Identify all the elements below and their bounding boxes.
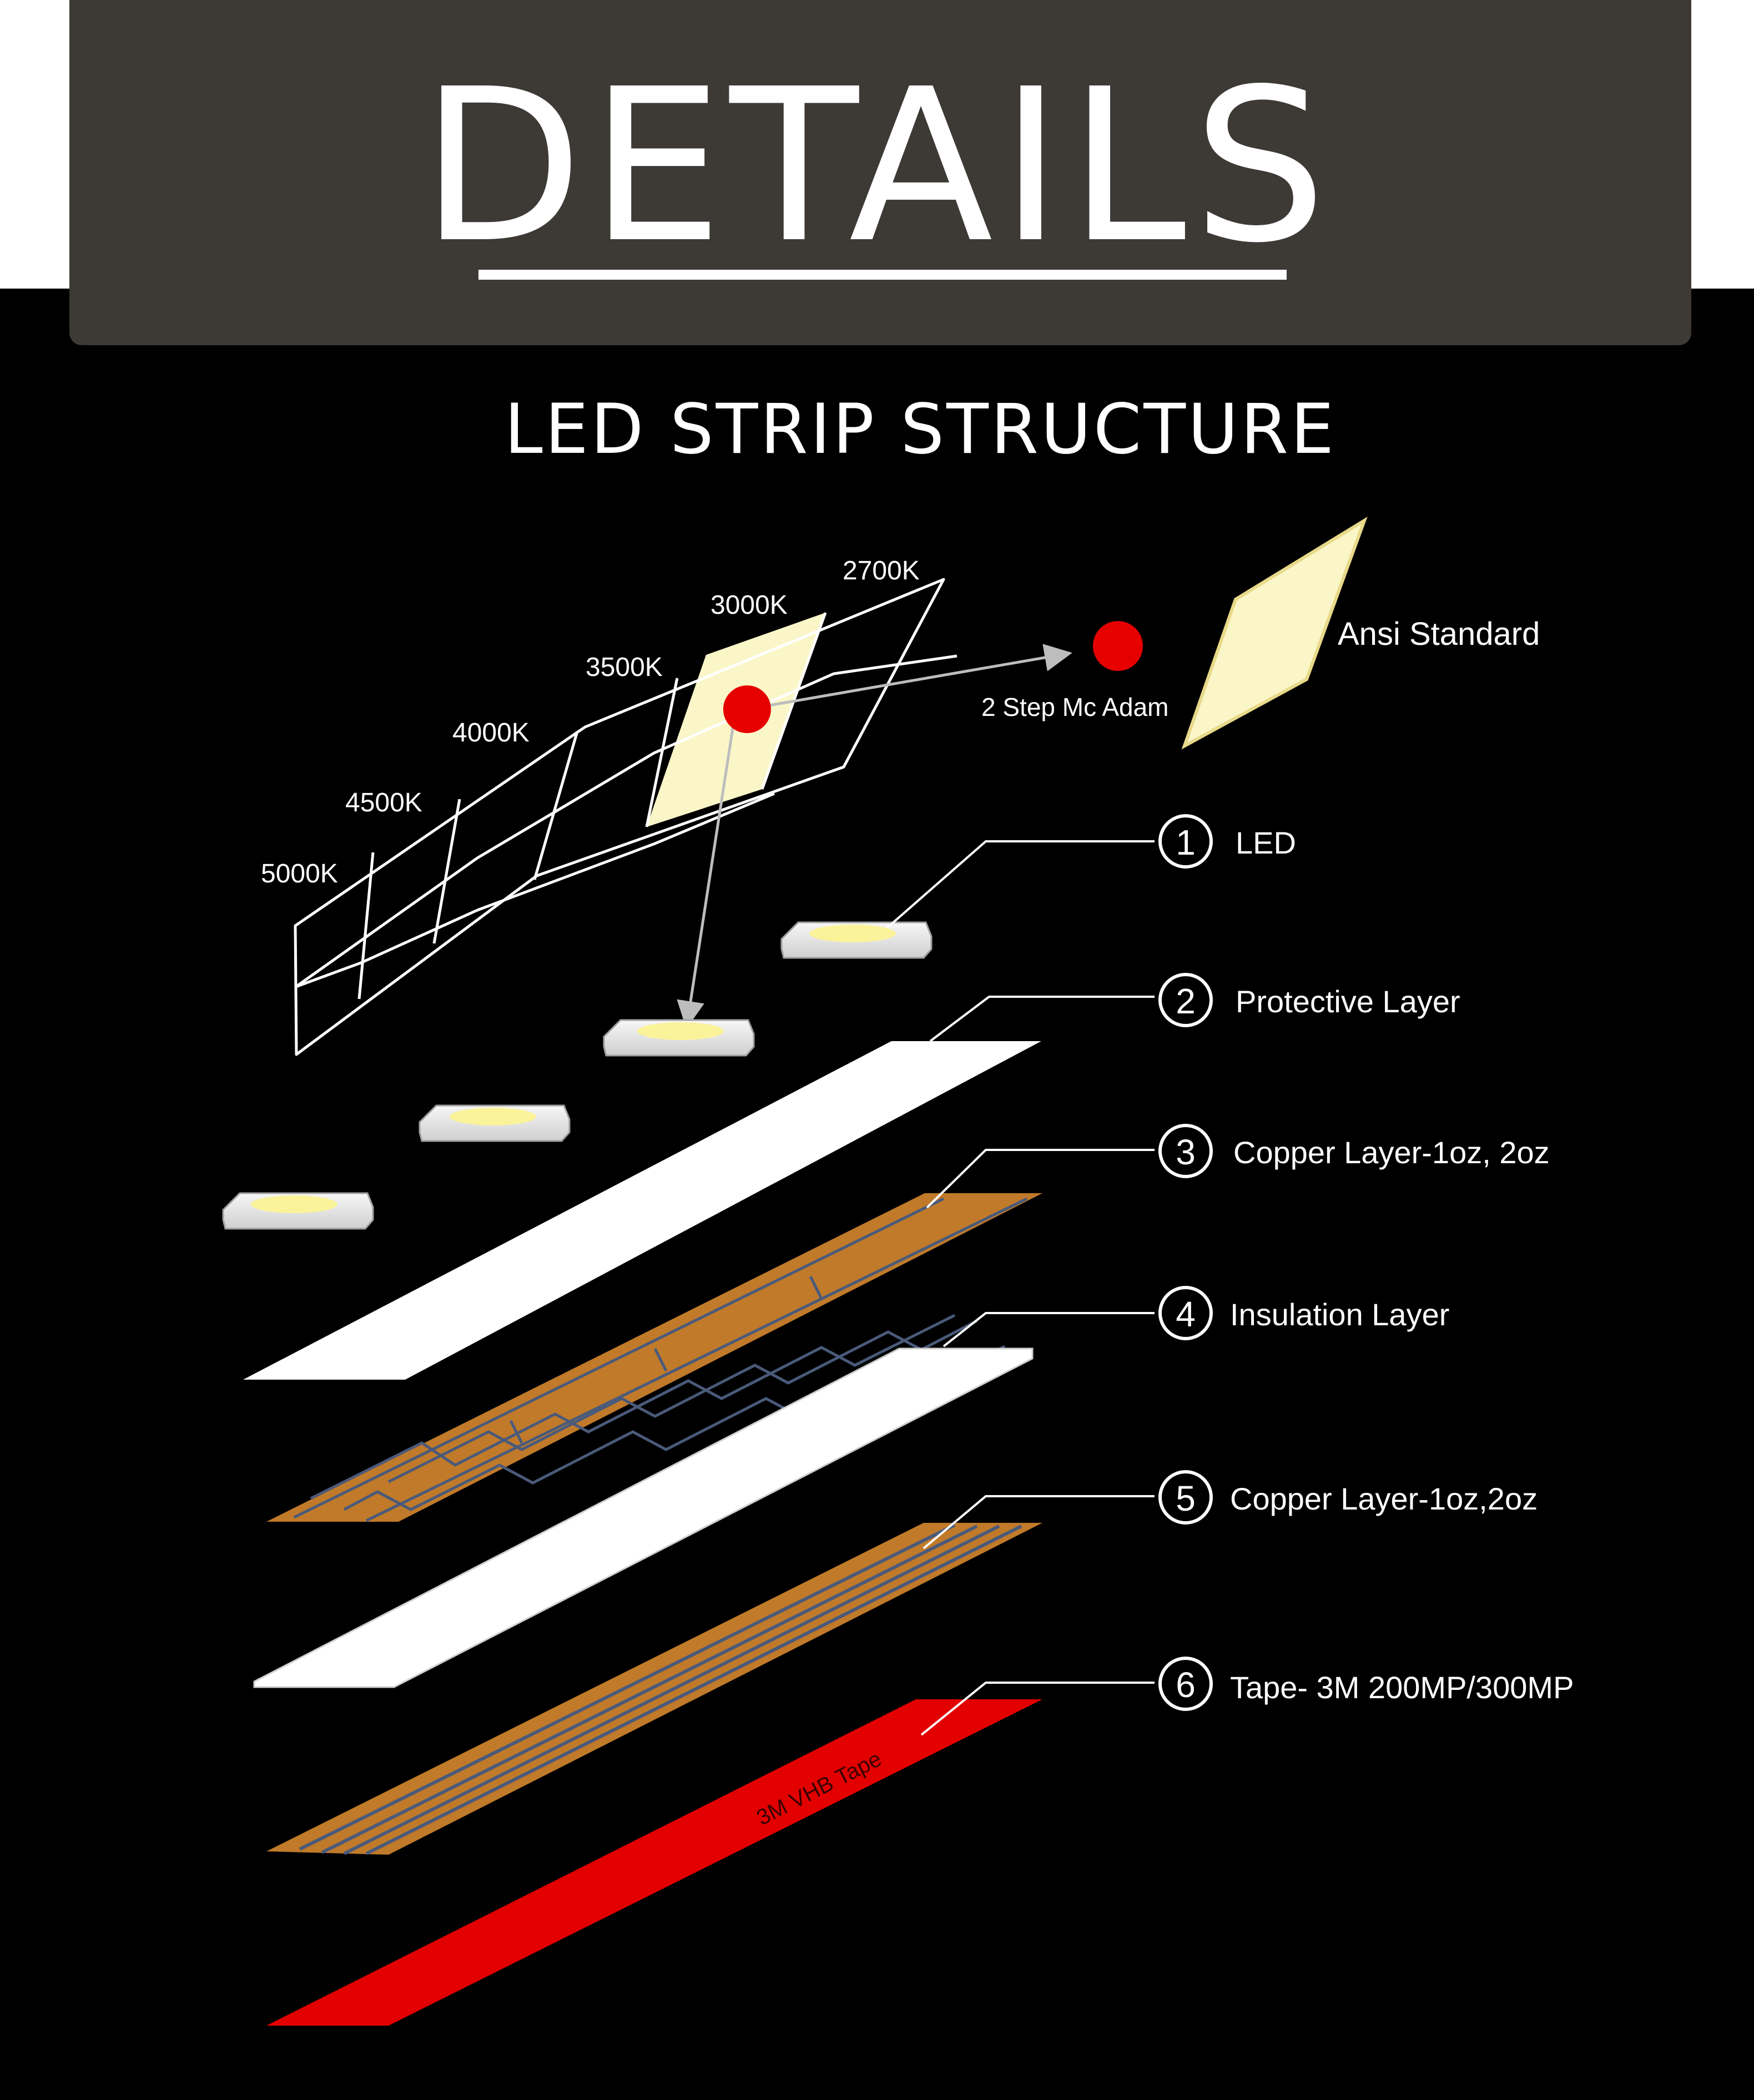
leader-insulation bbox=[942, 1312, 1155, 1347]
callout-number: 2 bbox=[1176, 981, 1196, 1021]
mcadam-dot bbox=[1093, 621, 1143, 671]
cct-label-4500k: 4500K bbox=[345, 788, 422, 817]
leader-tape bbox=[920, 1682, 1155, 1736]
callout-copper-bottom: 5 Copper Layer-1oz,2oz bbox=[1158, 1470, 1538, 1524]
callouts: 1 LED 2 Protective Layer 3 Copper Layer-… bbox=[1158, 814, 1574, 1711]
mcadam-label: 2 Step Mc Adam bbox=[981, 693, 1169, 721]
cct-label-4000k: 4000K bbox=[452, 718, 530, 748]
grid-sep-2 bbox=[432, 799, 461, 944]
grid-curve-upper bbox=[295, 654, 957, 988]
callout-number: 3 bbox=[1176, 1132, 1196, 1172]
copper-layer-bottom bbox=[266, 1523, 1042, 1855]
callout-protective: 2 Protective Layer bbox=[1158, 973, 1460, 1027]
section-title: LED STRIP STRUCTURE bbox=[504, 390, 1337, 470]
ansi-diamond bbox=[1181, 516, 1368, 750]
leader-copper-top bbox=[926, 1149, 1155, 1209]
leader-protective bbox=[929, 996, 1155, 1042]
cct-label-3500k: 3500K bbox=[586, 653, 663, 682]
callout-number: 4 bbox=[1176, 1294, 1196, 1334]
insulation-layer bbox=[253, 1347, 1034, 1688]
arrow-to-led bbox=[677, 721, 735, 1029]
grid-sep-3 bbox=[533, 731, 579, 880]
led-chips bbox=[222, 921, 933, 1230]
callout-insulation: 4 Insulation Layer bbox=[1158, 1286, 1449, 1340]
leader-lines bbox=[886, 840, 1155, 1736]
page-title: DETAILS bbox=[420, 43, 1334, 289]
callout-copper-top: 3 Copper Layer-1oz, 2oz bbox=[1158, 1124, 1550, 1178]
callout-label: Protective Layer bbox=[1236, 984, 1460, 1019]
grid-sep-4 bbox=[645, 678, 679, 827]
tape-layer bbox=[266, 1699, 1042, 2026]
callout-label: Copper Layer-1oz,2oz bbox=[1230, 1481, 1538, 1516]
cct-label-2700k: 2700K bbox=[843, 556, 920, 585]
led-chip bbox=[419, 1104, 571, 1142]
callout-led: 1 LED bbox=[1158, 814, 1296, 869]
grid-curve-lower bbox=[295, 792, 775, 988]
callout-label: LED bbox=[1236, 825, 1296, 860]
mcadam-dot-on-grid bbox=[723, 685, 771, 733]
callout-label: Insulation Layer bbox=[1230, 1297, 1449, 1332]
callout-tape: 6 Tape- 3M 200MP/300MP bbox=[1158, 1657, 1574, 1711]
cct-label-3000k: 3000K bbox=[710, 590, 788, 620]
leader-copper-bottom bbox=[923, 1495, 1155, 1549]
mcadam-arrows bbox=[677, 644, 1072, 1029]
callout-label: Tape- 3M 200MP/300MP bbox=[1230, 1670, 1574, 1705]
grid-outline bbox=[294, 578, 945, 1056]
callout-number: 1 bbox=[1176, 822, 1196, 862]
leader-led bbox=[886, 840, 1155, 929]
callout-number: 6 bbox=[1176, 1665, 1196, 1705]
callout-label: Copper Layer-1oz, 2oz bbox=[1233, 1135, 1550, 1170]
led-chip bbox=[780, 921, 933, 959]
ansi-label: Ansi Standard bbox=[1338, 616, 1540, 652]
led-chip bbox=[222, 1192, 374, 1230]
header-panel bbox=[69, 0, 1691, 345]
arrow-to-mcadam bbox=[747, 644, 1072, 711]
callout-number: 5 bbox=[1176, 1478, 1196, 1518]
protective-layer bbox=[243, 1041, 1041, 1380]
grid-sep-1 bbox=[357, 852, 375, 999]
title-underline bbox=[478, 270, 1287, 280]
led-chip bbox=[603, 1019, 755, 1057]
cct-label-5000k: 5000K bbox=[261, 859, 338, 889]
